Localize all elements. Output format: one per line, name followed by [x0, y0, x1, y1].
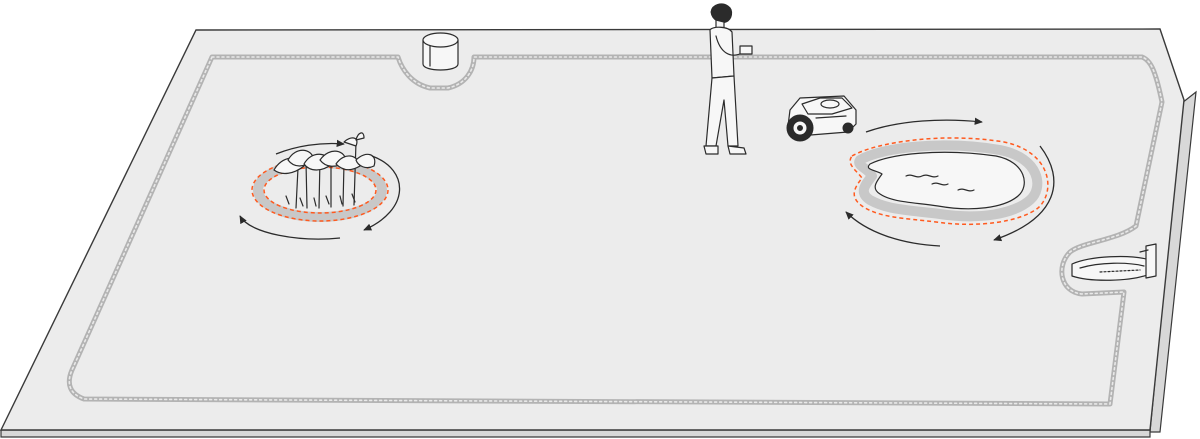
charging-station	[1071, 243, 1157, 281]
arrowhead-icon	[845, 211, 941, 247]
flower-bed-keepout	[239, 132, 401, 240]
bin-obstacle	[422, 32, 459, 71]
arrowhead-icon	[865, 117, 983, 133]
flower-plants-icon	[273, 132, 376, 209]
pond-keepout	[845, 117, 1055, 247]
robot-mower	[786, 95, 857, 142]
lawn-bottom-edge	[0, 429, 1151, 438]
arrowhead-icon	[363, 155, 401, 231]
arrowhead-icon	[275, 139, 345, 155]
lawn-area	[0, 28, 1185, 431]
person	[703, 3, 753, 155]
arrowhead-icon	[993, 145, 1055, 242]
boundary-wire	[66, 54, 1165, 407]
arrowhead-icon	[239, 215, 341, 240]
